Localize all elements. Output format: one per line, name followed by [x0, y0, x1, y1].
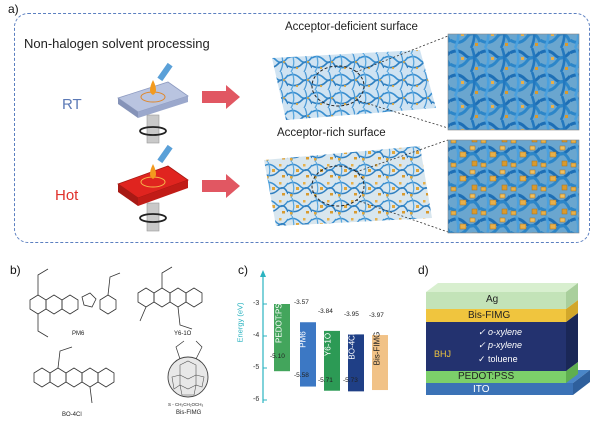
surface-deficient — [272, 50, 436, 120]
solvent-item: ✓ o-xylene — [478, 327, 523, 337]
axis-ticks — [263, 303, 267, 401]
zoom-inset-deficient — [447, 33, 580, 131]
hot-label: Hot — [55, 187, 79, 204]
panel-c-label: c) — [238, 263, 248, 277]
layer-bis-fimg — [426, 309, 566, 322]
material-label-bis-fimg: Bis-FIMG — [372, 331, 382, 366]
tick-label: -6 — [253, 396, 260, 403]
arrow-icon — [202, 174, 240, 198]
rt-droplet — [150, 80, 156, 95]
energy-axis-label: Energy (eV) — [235, 302, 245, 343]
energy-axis-arrow-icon — [260, 270, 266, 277]
layer-label-ito: ITO — [473, 384, 490, 395]
rt-spin-coater — [117, 62, 189, 144]
tick-label: -5 — [253, 364, 260, 371]
panel-b-label: b) — [10, 263, 21, 277]
molecule-label-pm6: PM6 — [72, 331, 85, 337]
layer-ag — [426, 292, 566, 309]
surface-rich — [264, 146, 432, 226]
value-label: -5.10 — [270, 353, 285, 360]
fullerene-icon — [167, 340, 209, 398]
hot-droplet — [150, 164, 156, 179]
tick-label: -4 — [253, 332, 260, 339]
layer-bhj — [426, 322, 566, 371]
zoom-inset-rich — [447, 139, 580, 234]
energy-bar-bo-4cl — [348, 334, 364, 392]
material-label-pm6: PM6 — [298, 331, 308, 348]
panel-b-structures — [29, 266, 209, 404]
molecule-label-y6-1o: Y6-1O — [174, 331, 192, 337]
material-label-y6-1o: Y6-1O — [323, 332, 333, 357]
layer-label-pedot: PEDOT:PSS — [458, 371, 515, 382]
value-label: -5.58 — [294, 372, 309, 379]
panel-a-title: Non-halogen solvent processing — [24, 36, 210, 51]
tick-label: -3 — [253, 300, 260, 307]
value-label: -5.73 — [343, 377, 358, 384]
hot-spin-coater — [117, 144, 189, 232]
energy-bar-y6-1o — [324, 330, 340, 391]
material-label-bo-4cl: BO-4Cl — [347, 333, 357, 360]
molecule-label-bis-fimg: Bis-FIMG — [176, 410, 202, 416]
arrow-icon — [202, 85, 240, 109]
surface-label-bottom: Acceptor-rich surface — [277, 127, 386, 139]
layer-label-bhj: BHJ — [434, 349, 452, 359]
panel-a-frame — [14, 13, 590, 243]
layer-label-bis-fimg: Bis-FIMG — [468, 310, 511, 321]
molecule-label-bo-4cl: BO-4Cl — [62, 412, 82, 418]
value-label: -3.57 — [294, 299, 309, 306]
energy-level-diagram — [260, 270, 388, 403]
panel-d-label: d) — [418, 263, 429, 277]
solvent-item: ✓ p-xylene — [478, 340, 523, 350]
rt-label: RT — [62, 96, 82, 113]
hot-dropper — [157, 144, 173, 164]
device-stack — [426, 283, 590, 395]
value-label: -3.84 — [318, 308, 333, 315]
value-label: -3.95 — [344, 311, 359, 318]
energy-bar-pedot-pss — [274, 304, 290, 372]
value-label: -3.97 — [369, 312, 384, 319]
energy-bar-bis-fimg — [372, 335, 388, 391]
panel-a-illustration — [117, 33, 580, 234]
solvent-item: ✓ toluene — [478, 354, 518, 364]
molecule-sub-bis-fimg: S - CH₂CH₂OCH₃ — [168, 402, 204, 407]
panel-a-label: a) — [8, 2, 19, 16]
surface-label-top: Acceptor-deficient surface — [285, 21, 418, 33]
zoom-circle-top — [311, 65, 365, 107]
energy-bar-pm6 — [300, 322, 316, 387]
layer-label-ag: Ag — [486, 294, 499, 305]
rt-dropper — [157, 62, 173, 82]
layer-ito — [426, 383, 573, 395]
value-label: -5.71 — [318, 377, 333, 384]
material-label-pedot: PEDOT:PSS — [274, 298, 284, 343]
zoom-circle-bottom — [311, 165, 365, 207]
layer-pedot — [426, 371, 566, 383]
